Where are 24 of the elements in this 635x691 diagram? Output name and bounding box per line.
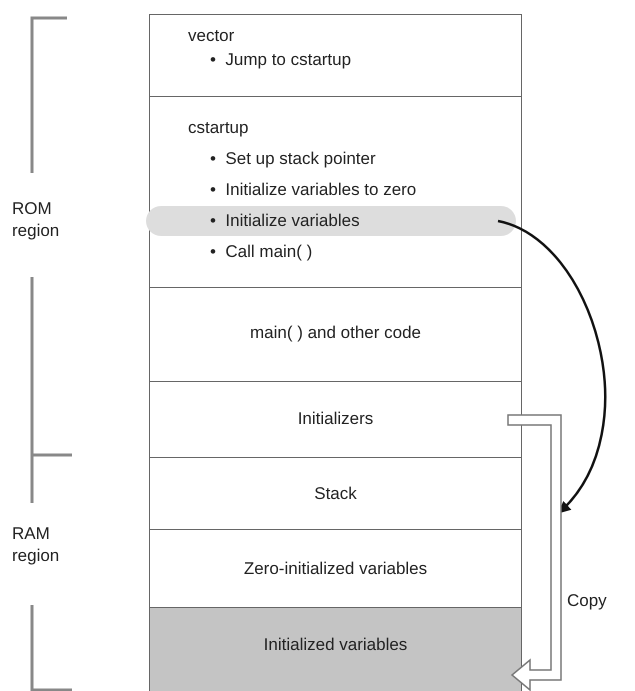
arrow (498, 220, 606, 514)
bullet-item: • Set up stack pointer (210, 148, 376, 170)
highlight-band (146, 206, 516, 236)
block-label: Stack (313, 483, 358, 505)
region-label: ROM region (12, 198, 60, 242)
bullet-item: • Call main( ) (210, 241, 312, 263)
block-label: main( ) and other code (248, 322, 422, 344)
block-label: cstartup (188, 117, 248, 139)
memory-block (149, 458, 522, 530)
memory-block (149, 382, 522, 458)
memory-block (149, 530, 522, 608)
block-label: Zero-initialized variables (242, 558, 428, 580)
region-label: RAM region (12, 523, 60, 567)
bullet-item: • Jump to cstartup (210, 49, 352, 71)
memory-block (149, 608, 522, 691)
bullet-item: • Initialize variables to zero (210, 179, 416, 201)
block-label: Initialized variables (262, 634, 408, 656)
memory-block (149, 288, 522, 382)
arrow (507, 414, 562, 691)
memory-block (149, 14, 522, 97)
block-label: vector (188, 25, 234, 47)
bullet-item: • Initialize variables (210, 210, 360, 232)
memory-block (149, 97, 522, 288)
block-label: Initializers (296, 408, 374, 430)
